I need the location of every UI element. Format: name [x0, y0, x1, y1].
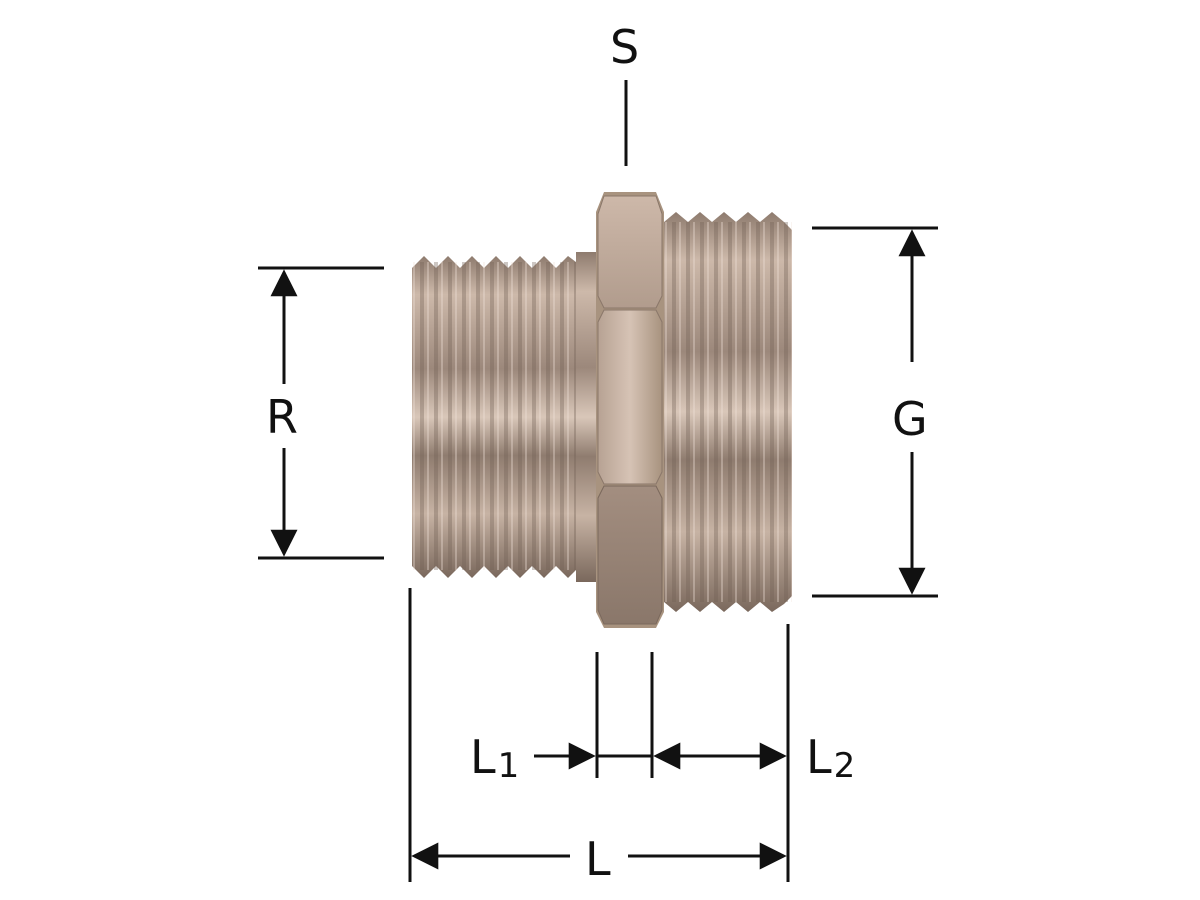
hex-nut — [596, 192, 664, 628]
label-l: L — [585, 832, 611, 886]
label-l1-main: L — [470, 730, 496, 784]
right-thread — [664, 212, 792, 612]
label-l1: L1 — [470, 734, 519, 783]
label-l2-main: L — [806, 730, 832, 784]
label-l1-sub: 1 — [497, 746, 520, 786]
label-l2: L2 — [806, 734, 855, 783]
r-dimension — [258, 266, 384, 560]
left-thread — [412, 252, 604, 582]
label-s: S — [610, 20, 640, 74]
label-l2-sub: 2 — [833, 746, 856, 786]
label-r: R — [266, 390, 298, 444]
g-dimension — [812, 226, 938, 598]
label-g: G — [892, 392, 928, 446]
